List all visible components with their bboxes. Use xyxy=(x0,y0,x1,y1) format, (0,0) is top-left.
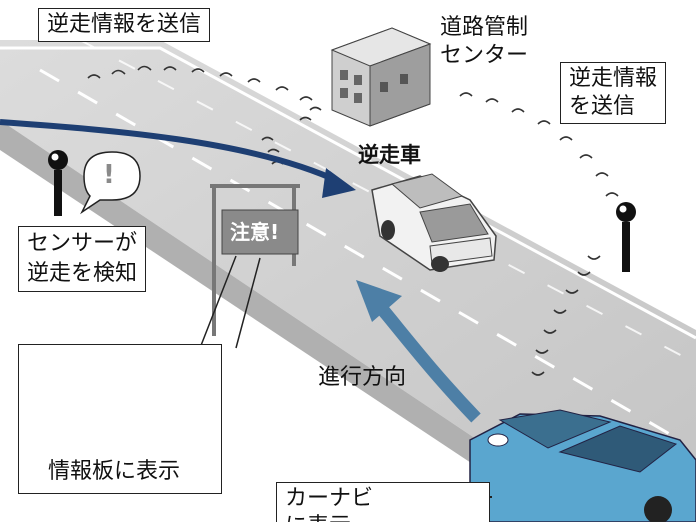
blue-car-icon xyxy=(469,409,696,522)
road-shoulder xyxy=(0,120,600,522)
display-sign-text: 逆走車 接近 xyxy=(96,384,156,432)
warning-sign-text: 注意! xyxy=(230,220,280,244)
wrong-way-arrow xyxy=(0,119,342,185)
sensor-alert-bubble xyxy=(80,151,141,215)
road xyxy=(0,40,696,522)
sensor-callout: センサーが 逆走を検知 xyxy=(18,226,147,292)
wrong-way-car-icon xyxy=(371,173,497,272)
direction-label: 進行方向 xyxy=(318,365,407,390)
direction-arrow xyxy=(373,299,481,423)
wrong-way-car-label: 逆走車 xyxy=(358,143,421,167)
warning-sign-structure xyxy=(210,184,300,336)
top-callout: 逆走情報を送信 xyxy=(38,8,211,42)
sensor-pole-left xyxy=(48,150,68,216)
callout-pointer xyxy=(199,255,261,349)
signal-waves-left xyxy=(87,65,322,165)
info-board-caption: 情報板に表示 xyxy=(48,459,181,484)
road-edge-line xyxy=(0,46,696,340)
signal-waves-right xyxy=(459,92,619,376)
sensor-alert-symbol: ! xyxy=(103,160,115,190)
sensor-pole-right xyxy=(616,202,636,272)
lane-marking xyxy=(79,39,691,361)
lane-marking xyxy=(39,68,681,442)
control-center-name: 道路管制 センター xyxy=(440,15,529,68)
direction-arrow-head xyxy=(356,280,402,322)
right-callout: 逆走情報 を送信 xyxy=(560,62,667,124)
nav-alert-symbol: ! xyxy=(432,492,443,520)
car-nav-callout: カーナビ に表示 xyxy=(276,482,490,522)
building-icon xyxy=(330,27,432,127)
wrong-way-arrow-head xyxy=(322,168,356,198)
info-board-callout xyxy=(18,344,222,494)
